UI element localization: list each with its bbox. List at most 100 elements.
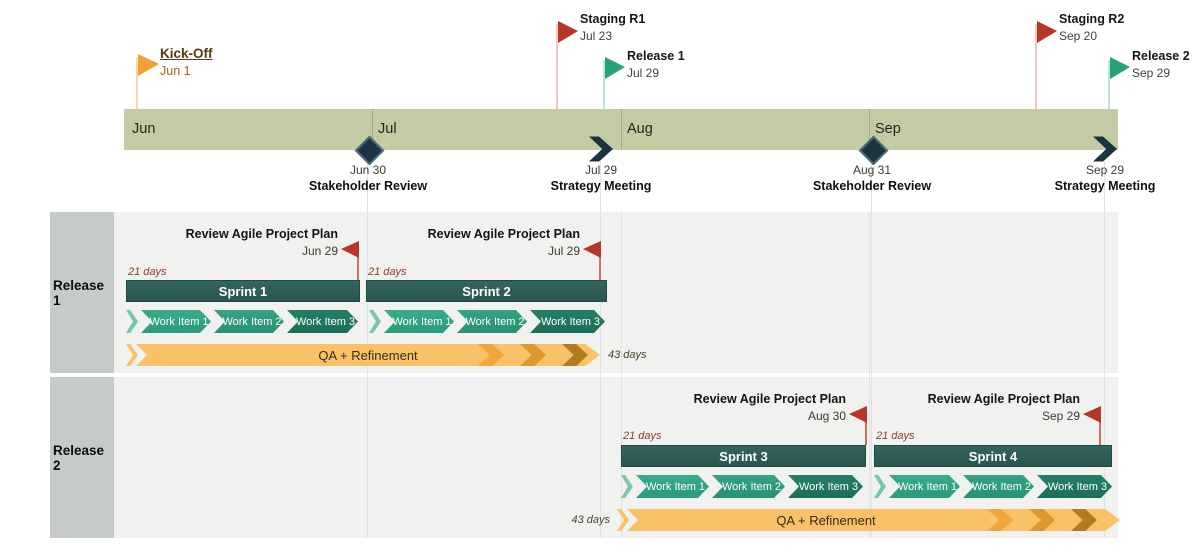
task-bar-label: Sprint 2 [462,283,511,299]
review-flag-icon-sep29 [1083,406,1101,423]
milestone-title: Release 2 [1132,49,1190,63]
review-title: Review Agile Project Plan [185,227,338,241]
milestone-staging-r2: Staging R2 Sep 20 [1059,12,1124,43]
qa-bar-label: QA + Refinement [776,512,876,528]
release-2-flag-icon [1110,57,1130,79]
lane-label-text: Release 1 [53,277,105,308]
month-tick-aug [621,109,622,150]
milestone-date: Sep 20 [1059,29,1098,43]
work-item-label: Work Item 1 [392,315,452,328]
qa-refinement-bar-release-1: QA + Refinement [136,344,600,366]
band-milestone-title: Strategy Meeting [550,179,652,193]
work-item-label: Work Item 1 [897,480,958,493]
work-item-chevron: Work Item 2 [963,475,1034,498]
milestone-date: Jul 23 [580,29,613,43]
release-1-flag-icon [605,57,625,79]
band-milestone-title: Stakeholder Review [308,179,428,193]
work-item-chevron: Work Item 1 [384,310,454,333]
qa-refinement-bar-release-2: QA + Refinement [627,509,1120,531]
month-label-jul: Jul [378,121,397,137]
review-flag-icon-aug30 [849,406,867,423]
month-label-aug: Aug [627,121,653,137]
work-item-chevron: Work Item 1 [636,475,709,498]
band-milestone-title: Strategy Meeting [1054,179,1156,193]
staging-r1-flag-pole [556,24,558,109]
review-milestone-jun29: Review Agile Project Plan Jun 29 [128,227,338,258]
qa-progress-chevron-2 [1029,509,1055,531]
lane-label-release-1: Release 1 [50,212,114,373]
work-item-chevron: Work Item 2 [457,310,527,333]
work-item-label: Work Item 3 [1047,480,1108,493]
review-flag-pole-jul29 [599,255,601,280]
release-1-flag-pole [603,60,605,109]
guide-line-aug31 [871,161,872,538]
band-milestone-sep29: Sep 29 Strategy Meeting [1005,163,1201,193]
guide-line-sep29 [1104,161,1105,538]
review-milestone-aug30: Review Agile Project Plan Aug 30 [634,392,846,423]
duration-label-sprint-2: 21 days [368,266,407,278]
milestone-title: Kick-Off [160,46,213,61]
review-flag-icon-jun29 [341,241,359,258]
qa-progress-chevron-1 [478,344,504,366]
review-date: Aug 30 [807,409,846,423]
review-date: Jul 29 [547,244,580,258]
review-milestone-jul29: Review Agile Project Plan Jul 29 [370,227,580,258]
staging-r2-flag-icon [1037,21,1057,43]
milestone-date: Jun 1 [160,64,191,78]
qa-progress-chevron-2 [520,344,546,366]
work-item-chevron: Work Item 1 [141,310,211,333]
kickoff-flag-icon [138,54,159,76]
month-gridline-sep [869,212,870,538]
task-bar-label: Sprint 4 [968,448,1018,464]
review-date: Jun 29 [301,244,338,258]
milestone-title: Staging R1 [580,12,646,26]
month-label-jun: Jun [132,121,156,137]
duration-label-sprint-4: 21 days [876,430,915,442]
task-bar-label: Sprint 3 [719,448,768,464]
band-milestone-jul29: Jul 29 Strategy Meeting [501,163,701,193]
qa-bar-label: QA + Refinement [318,347,418,363]
task-bar-sprint-2: Sprint 2 [366,280,607,302]
milestone-release-1: Release 1 Jul 29 [627,49,685,80]
lane-label-text: Release 2 [53,442,105,473]
task-bar-label: Sprint 1 [218,283,268,299]
duration-label-qa-release-2: 43 days [571,514,610,526]
work-item-label: Work Item 3 [295,315,356,328]
task-bar-sprint-3: Sprint 3 [621,445,866,467]
band-milestone-date: Sep 29 [1085,163,1125,177]
month-tick-sep [869,109,870,150]
work-item-label: Work Item 2 [222,315,282,328]
duration-label-sprint-3: 21 days [623,430,662,442]
work-item-chevron: Work Item 3 [530,310,605,333]
work-item-label: Work Item 2 [971,480,1032,493]
timeline-month-band: Jun Jul Aug Sep [124,109,1118,150]
guide-line-jul29 [600,161,601,538]
review-title: Review Agile Project Plan [693,392,846,406]
band-milestone-date: Jul 29 [584,163,618,177]
review-title: Review Agile Project Plan [927,392,1080,406]
work-item-label: Work Item 2 [721,480,782,493]
review-flag-icon-jul29 [583,241,601,258]
review-flag-pole-aug30 [865,420,867,445]
work-item-chevron: Work Item 2 [712,475,785,498]
work-item-chevron: Work Item 3 [788,475,863,498]
review-milestone-sep29: Review Agile Project Plan Sep 29 [868,392,1080,423]
month-tick-jul [372,109,373,150]
task-bar-sprint-4: Sprint 4 [874,445,1112,467]
work-item-label: Work Item 2 [465,315,525,328]
qa-progress-chevron-3 [1071,509,1097,531]
review-title: Review Agile Project Plan [427,227,580,241]
work-item-label: Work Item 3 [540,315,601,328]
work-item-label: Work Item 3 [798,480,859,493]
work-item-chevron: Work Item 3 [1037,475,1112,498]
band-milestone-aug31: Aug 31 Stakeholder Review [772,163,972,193]
work-item-label: Work Item 1 [645,480,706,493]
staging-r2-flag-pole [1035,24,1037,109]
work-item-chevron: Work Item 2 [214,310,284,333]
duration-label-sprint-1: 21 days [128,266,167,278]
review-flag-pole-jun29 [357,255,359,280]
qa-progress-chevron-3 [562,344,588,366]
duration-label-qa-release-1: 43 days [608,349,647,361]
month-label-sep: Sep [875,121,901,137]
band-milestone-date: Jun 30 [349,163,387,177]
